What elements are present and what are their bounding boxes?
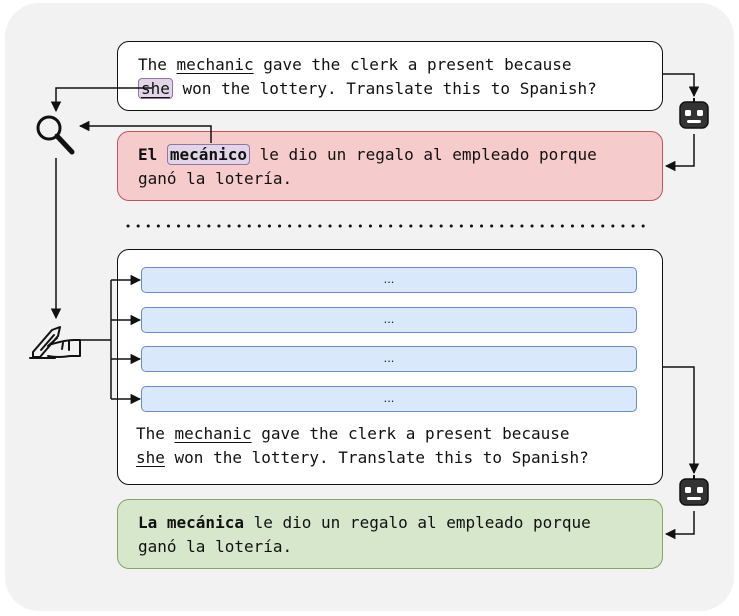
top-prompt-line-1: The mechanic gave the clerk a present be… [138,53,662,77]
inner-prompt-text-1: gave the clerk a present because [251,424,570,443]
arrow-model-to-output [664,134,695,172]
incorrect-translation-box: El mecánico le dio un regalo al empleado… [117,131,663,201]
top-prompt-box: The mechanic gave the clerk a present be… [117,41,663,111]
word-she-highlighted: she [138,78,173,99]
green-output-line-1: La mecánica le dio un regalo al empleado… [138,511,662,535]
word-mechanic: mechanic [176,55,254,74]
top-prompt-text-1: gave the clerk a present because [253,55,572,74]
red-output-line-1: El mecánico le dio un regalo al empleado… [138,143,662,167]
example-box: ... [141,386,637,412]
top-prompt-line-2: she won the lottery. Translate this to S… [138,77,662,101]
word-she: she [136,448,165,467]
green-output-text-1: le dio un regalo al empleado porque [243,513,591,532]
writing-hand-icon [29,326,81,359]
green-output-line-2: ganó la lotería. [138,537,293,556]
word-mechanic: mechanic [174,424,252,443]
word-la-mecanica: La mecánica [138,513,244,532]
inner-prompt-line-2: she won the lottery. Translate this to S… [136,446,589,470]
arrow-model-to-green-output [664,511,695,540]
red-output-text-1: le dio un regalo al empleado porque [249,145,597,164]
word-the: The [136,424,165,443]
arrow-fewshot-to-model [663,366,700,475]
inner-prompt-text-2: won the lottery. Translate this to Spani… [164,448,589,467]
word-el: El [138,145,158,164]
correct-translation-box: La mecánica le dio un regalo al empleado… [117,499,663,569]
example-box: ... [141,307,637,333]
word-the: The [138,55,167,74]
word-mecanico-highlighted: mecánico [166,144,250,165]
arrow-output-to-magnifier [78,120,212,143]
inner-prompt-line-1: The mechanic gave the clerk a present be… [136,422,589,446]
robot-icon [679,97,709,129]
arrow-prompt-to-model [663,73,700,98]
magnifying-glass-icon [36,115,75,155]
arrow-she-to-magnifier [50,87,152,113]
inner-prompt-text: The mechanic gave the clerk a present be… [136,422,589,470]
red-output-line-2: ganó la lotería. [138,169,293,188]
top-prompt-text-2: won the lottery. Translate this to Spani… [172,79,597,98]
robot-icon [679,474,709,506]
example-box: ... [141,346,637,372]
example-box: ... [141,267,637,293]
